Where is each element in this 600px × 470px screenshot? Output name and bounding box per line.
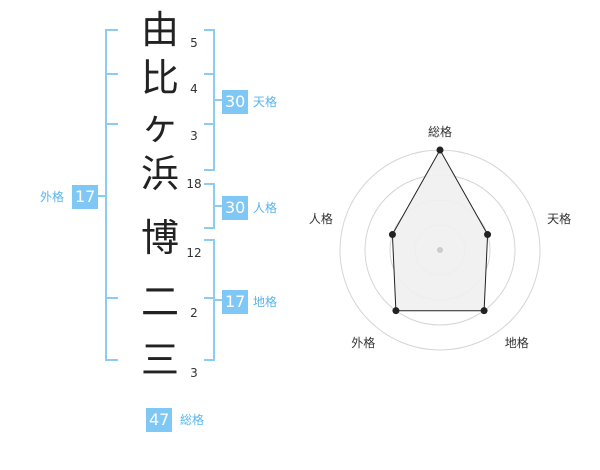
gaikaku-value-badge: 17 xyxy=(72,185,99,209)
radar-value-polygon xyxy=(391,148,489,312)
stroke-count-5: 12 xyxy=(186,246,202,260)
radar-point-1 xyxy=(436,146,444,154)
name-char-4: 浜 xyxy=(140,152,179,196)
radar-point-5 xyxy=(388,231,396,239)
chikaku-value-badge: 17 xyxy=(222,290,249,314)
stroke-count-2: 4 xyxy=(190,82,198,96)
stroke-count-1: 5 xyxy=(190,36,198,50)
tenkaku-value-badge: 30 xyxy=(222,90,249,114)
soukaku-value-badge: 47 xyxy=(146,408,173,432)
stroke-count-4: 18 xyxy=(186,177,202,191)
name-char-6: 二 xyxy=(140,280,179,324)
jinkaku-value-badge: 30 xyxy=(222,196,249,220)
name-char-7: 三 xyxy=(140,338,179,382)
radar-axis-label-4: 外格 xyxy=(351,335,375,350)
jinkaku-label: 人格 xyxy=(253,201,278,215)
radar-axis-label-3: 地格 xyxy=(505,335,529,350)
stroke-count-7: 3 xyxy=(190,366,198,380)
gaikaku-label: 外格 xyxy=(40,190,65,204)
radar-center-dot xyxy=(437,247,443,253)
radar-axis-label-1: 総格 xyxy=(428,124,452,139)
stroke-count-6: 2 xyxy=(190,306,198,320)
name-char-5: 博 xyxy=(140,216,179,260)
chikaku-label: 地格 xyxy=(253,295,278,309)
radar-axis-label-5: 人格 xyxy=(309,211,333,226)
name-char-1: 由 xyxy=(140,8,179,52)
soukaku-label: 総格 xyxy=(180,413,205,427)
stroke-count-3: 3 xyxy=(190,129,198,143)
radar-axis-label-2: 天格 xyxy=(547,211,571,226)
name-char-2: 比 xyxy=(140,56,179,100)
name-char-3: ヶ xyxy=(140,104,179,148)
radar-point-2 xyxy=(484,231,492,239)
radar-point-4 xyxy=(392,307,400,315)
radar-point-3 xyxy=(480,307,488,315)
tenkaku-label: 天格 xyxy=(253,95,278,109)
